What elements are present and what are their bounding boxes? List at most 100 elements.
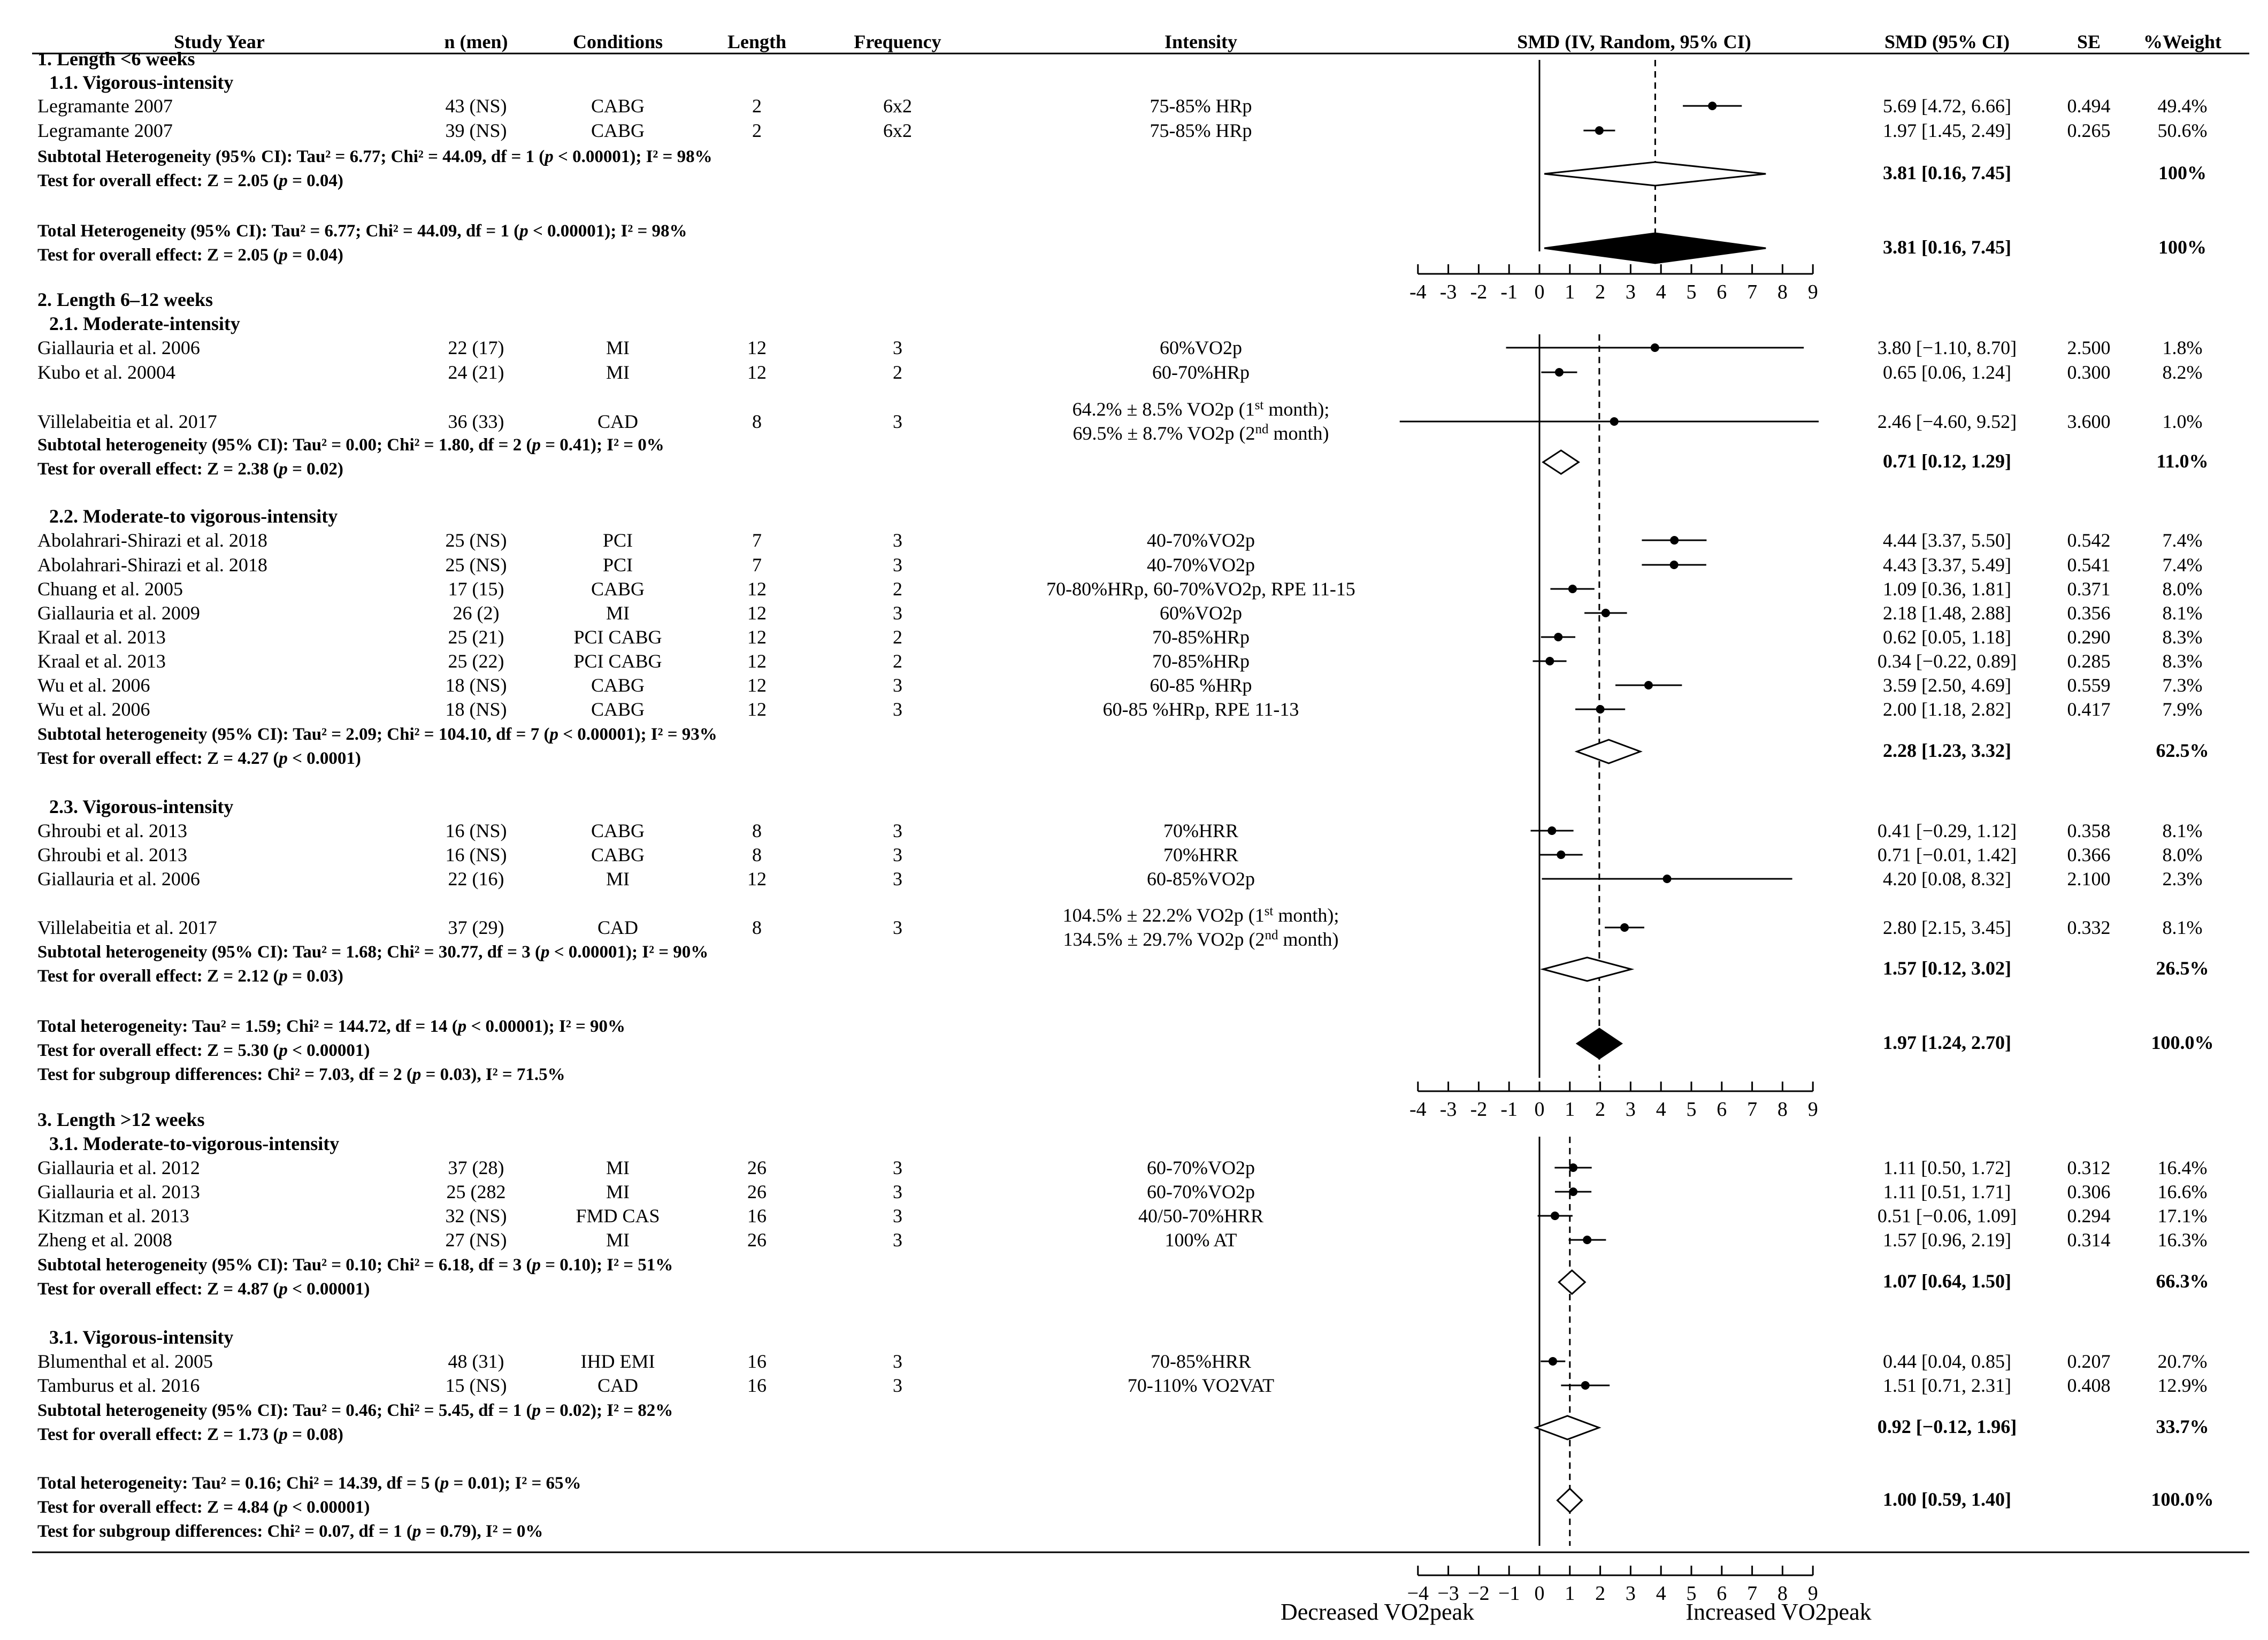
n-men: 25 (22) [448, 650, 504, 672]
section-title: 2. Length 6–12 weeks [37, 289, 213, 310]
smd-ci-value: 2.00 [1.18, 2.82] [1883, 699, 2011, 720]
study-name: Chuang et al. 2005 [37, 578, 183, 600]
total-stat-line: Test for overall effect: Z = 2.05 (p = 0… [37, 246, 343, 265]
x-tick-label: 6 [1717, 281, 1727, 303]
condition: PCI CABG [573, 650, 662, 672]
weight-value: 49.4% [2158, 95, 2208, 117]
length-value: 2 [752, 120, 762, 141]
smd-ci-value: 5.69 [4.72, 6.66] [1883, 95, 2011, 117]
point-estimate [1569, 1163, 1578, 1172]
point-estimate [1545, 657, 1554, 665]
se-value: 0.559 [2067, 675, 2111, 696]
intensity-value: 60-85 %HRp [1150, 675, 1252, 696]
x-tick-label: 2 [1595, 1582, 1605, 1605]
subtotal-diamond [1574, 739, 1643, 764]
weight-value: 8.1% [2163, 602, 2203, 624]
intensity-value: 60%VO2p [1160, 602, 1242, 624]
condition: MI [606, 602, 630, 624]
total-diamond [1544, 232, 1766, 264]
total-stat-line: Total heterogeneity: Tau² = 1.59; Chi² =… [37, 1017, 625, 1036]
n-men: 18 (NS) [446, 699, 507, 720]
n-men: 48 (31) [448, 1351, 504, 1372]
weight-value: 8.1% [2163, 917, 2203, 938]
point-estimate [1596, 705, 1605, 714]
length-value: 26 [747, 1229, 767, 1251]
se-value: 0.207 [2067, 1351, 2111, 1372]
axis-label-left: Decreased VO2peak [1281, 1599, 1474, 1625]
subtotal-stat-line: Test for overall effect: Z = 2.12 (p = 0… [37, 967, 343, 986]
subtotal-diamond [1542, 449, 1580, 475]
frequency-value: 3 [893, 1181, 902, 1202]
x-tick-label: −1 [1498, 1582, 1520, 1605]
x-tick-label: 7 [1747, 1582, 1757, 1605]
x-tick-label: 3 [1626, 1098, 1636, 1121]
weight-value: 7.3% [2163, 675, 2203, 696]
point-estimate [1670, 536, 1679, 545]
total-stat-line: Total heterogeneity: Tau² = 0.16; Chi² =… [37, 1474, 581, 1493]
header-plot: SMD (IV, Random, 95% CI) [1517, 31, 1751, 52]
total-stat-line: Test for overall effect: Z = 4.84 (p < 0… [37, 1498, 370, 1517]
header-study: Study Year [174, 31, 265, 52]
weight-value: 1.0% [2163, 411, 2203, 432]
point-estimate [1620, 923, 1629, 932]
weight-value: 1.8% [2163, 337, 2203, 358]
weight-value: 8.3% [2163, 650, 2203, 672]
point-estimate [1662, 875, 1672, 883]
frequency-value: 2 [893, 362, 902, 383]
n-men: 37 (29) [448, 917, 504, 938]
header-intensity: Intensity [1164, 31, 1237, 52]
weight-value: 7.4% [2163, 554, 2203, 576]
subtotal-smd-ci: 1.07 [0.64, 1.50] [1883, 1270, 2011, 1292]
header-frequency: Frequency [854, 31, 941, 52]
section-title: 3. Length >12 weeks [37, 1109, 205, 1130]
study-name: Villelabeitia et al. 2017 [37, 917, 217, 938]
subtotal-weight: 66.3% [2156, 1270, 2209, 1292]
x-tick-label: 9 [1808, 281, 1818, 303]
se-value: 0.542 [2067, 530, 2111, 551]
total-smd-ci: 3.81 [0.16, 7.45] [1883, 236, 2011, 258]
smd-ci-value: 1.97 [1.45, 2.49] [1883, 120, 2011, 141]
intensity-value: 70%HRR [1163, 820, 1238, 841]
frequency-value: 6x2 [883, 95, 912, 117]
length-value: 8 [752, 844, 762, 865]
se-value: 0.300 [2067, 362, 2111, 383]
weight-value: 16.4% [2158, 1157, 2208, 1178]
intensity-value: 40/50-70%HRR [1138, 1205, 1263, 1227]
subtotal-stat-line: Subtotal heterogeneity (95% CI): Tau² = … [37, 725, 717, 744]
length-value: 8 [752, 411, 762, 432]
study-name: Legramante 2007 [37, 120, 173, 141]
length-value: 12 [747, 362, 767, 383]
frequency-value: 3 [893, 530, 902, 551]
smd-ci-value: 0.51 [−0.06, 1.09] [1878, 1205, 2017, 1227]
subtotal-stat-line: Test for overall effect: Z = 2.05 (p = 0… [37, 171, 343, 190]
study-name: Abolahrari-Shirazi et al. 2018 [37, 554, 267, 576]
intensity-value: 60-70%VO2p [1147, 1181, 1255, 1202]
intensity-value: 104.5% ± 22.2% VO2p (1st​ month); [1063, 904, 1339, 926]
condition: CABG [591, 95, 645, 117]
condition: MI [606, 868, 630, 890]
x-tick-label: 0 [1535, 1582, 1545, 1605]
se-value: 0.541 [2067, 554, 2111, 576]
subtotal-stat-line: Subtotal heterogeneity (95% CI): Tau² = … [37, 942, 708, 962]
total-stat-line: Test for subgroup differences: Chi² = 7.… [37, 1065, 565, 1084]
condition: PCI CABG [573, 626, 662, 648]
length-value: 12 [747, 868, 767, 890]
condition: CABG [591, 699, 645, 720]
x-tick-label: 9 [1808, 1582, 1818, 1605]
subtotal-stat-line: Subtotal heterogeneity (95% CI): Tau² = … [37, 435, 664, 455]
length-value: 7 [752, 554, 762, 576]
condition: MI [606, 1229, 630, 1251]
n-men: 15 (NS) [446, 1375, 507, 1396]
header-smd: SMD (95% CI) [1884, 31, 2010, 52]
length-value: 12 [747, 602, 767, 624]
se-value: 0.285 [2067, 650, 2111, 672]
subtotal-weight: 11.0% [2156, 450, 2208, 472]
intensity-value: 70-85%HRp [1152, 650, 1250, 672]
n-men: 25 (NS) [446, 554, 507, 576]
point-estimate [1554, 368, 1564, 377]
frequency-value: 3 [893, 844, 902, 865]
subtotal-stat-line: Test for overall effect: Z = 2.38 (p = 0… [37, 459, 343, 479]
smd-ci-value: 0.41 [−0.29, 1.12] [1878, 820, 2017, 841]
study-name: Wu et al. 2006 [37, 675, 150, 696]
